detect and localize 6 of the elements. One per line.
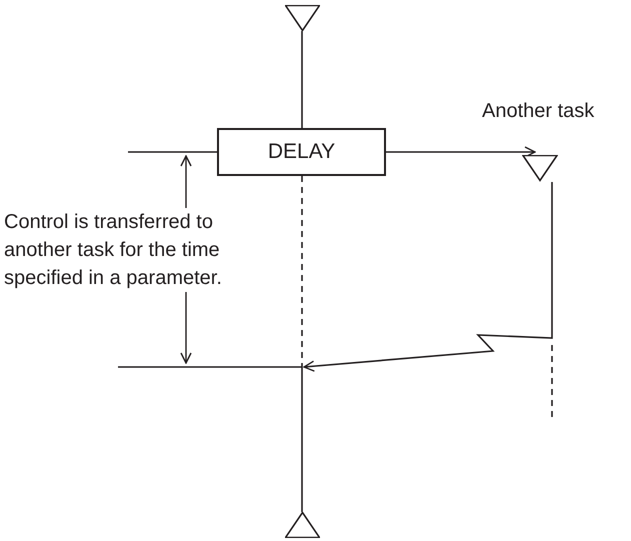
process-box: DELAY: [217, 128, 386, 176]
arrow: [303, 182, 553, 372]
task-name: Another task: [482, 100, 594, 123]
dashed-line: [301, 176, 303, 367]
connector-line: [301, 31, 303, 128]
connector-line: [301, 367, 303, 512]
